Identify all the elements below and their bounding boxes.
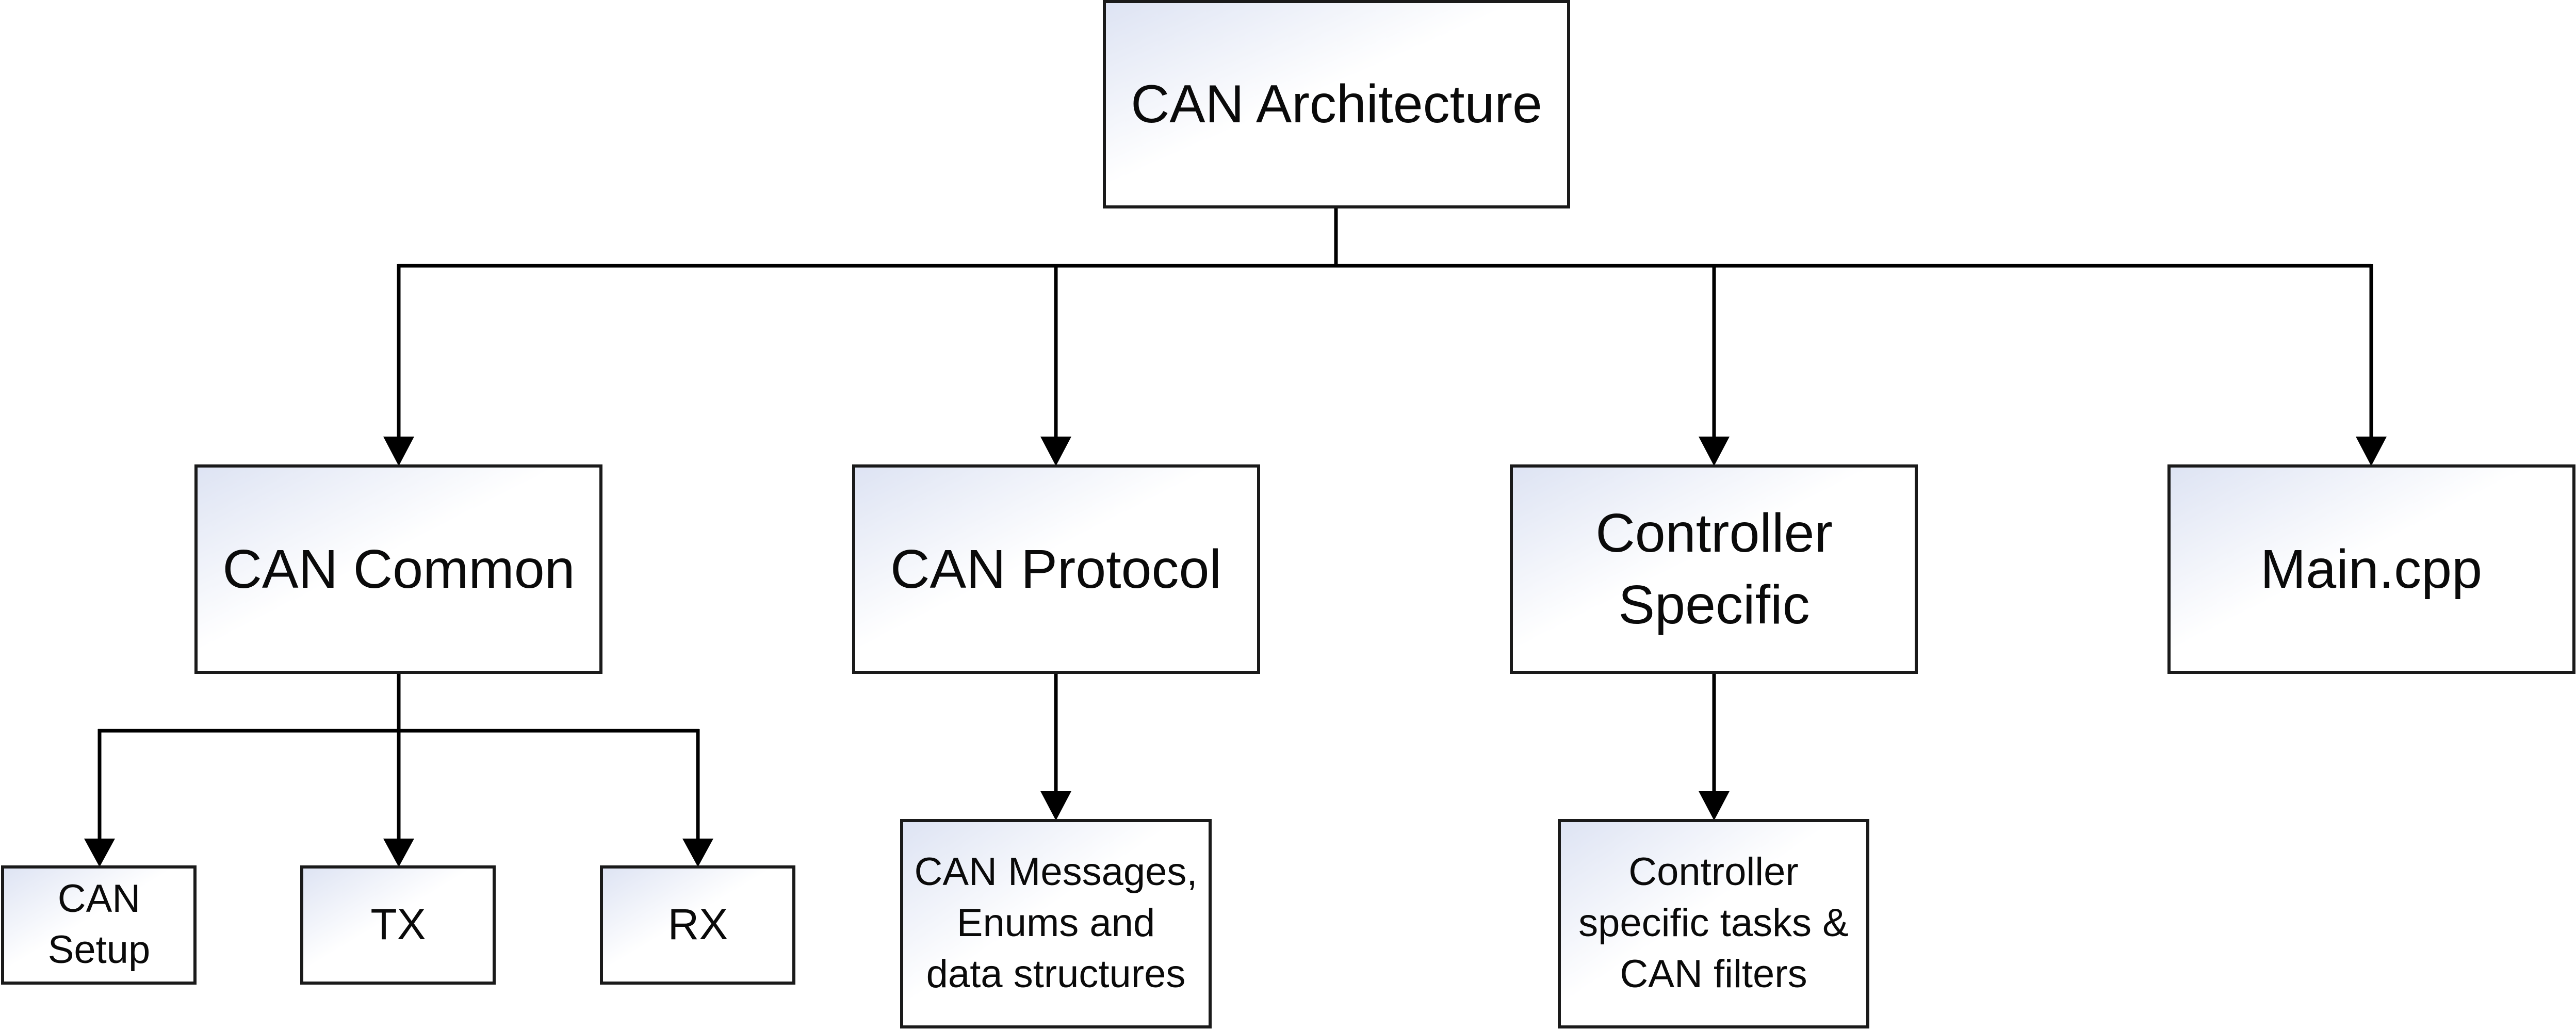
node-controller-tasks-box [1558,819,1869,1028]
node-can-protocol: CAN Protocol [852,464,1260,674]
node-can-setup: CAN Setup [1,865,197,985]
node-controller-tasks-line3: CAN filters [1620,952,1807,996]
node-can-messages: CAN Messages, Enums and data structures [900,819,1212,1028]
node-rx-box [600,865,795,985]
node-can-messages-line3: data structures [926,952,1186,996]
node-can-common: CAN Common [194,464,602,674]
node-main-cpp-label: Main.cpp [2260,539,2482,600]
node-can-architecture-box [1103,0,1570,208]
node-rx: RX [600,865,795,985]
arrow-can-protocol [1040,437,1071,466]
node-controller-specific-box [1510,464,1918,674]
arrow-can-common [383,437,414,466]
node-main-cpp: Main.cpp [2167,464,2575,674]
node-controller-tasks: Controller specific tasks & CAN filters [1558,819,1869,1028]
node-can-common-label: CAN Common [222,539,575,600]
node-can-architecture: CAN Architecture [1103,0,1570,208]
node-can-setup-line2: Setup [48,928,151,972]
node-can-protocol-box [852,464,1260,674]
node-tx-box [300,865,496,985]
node-main-cpp-box [2167,464,2575,674]
arrow-can-messages [1040,791,1071,821]
node-tx-label: TX [370,900,426,948]
node-rx-label: RX [668,900,728,948]
node-can-messages-box [900,819,1212,1028]
node-controller-specific-line1: Controller [1595,503,1833,564]
node-can-messages-line1: CAN Messages, [914,850,1197,894]
node-can-messages-line2: Enums and [957,901,1155,945]
arrow-controller-tasks [1699,791,1730,821]
arrow-main-cpp [2356,437,2387,466]
node-controller-specific: Controller Specific [1510,464,1918,674]
node-tx: TX [300,865,496,985]
arrow-tx [383,839,414,867]
connectors [84,207,2387,867]
node-can-protocol-label: CAN Protocol [890,539,1221,600]
node-can-setup-line1: CAN [58,877,140,921]
node-controller-tasks-line1: Controller [1628,850,1798,894]
node-can-setup-box [1,865,197,985]
node-controller-tasks-line2: specific tasks & [1578,901,1849,945]
arrow-rx [682,839,713,867]
arrow-can-setup [84,839,115,867]
arrow-controller-specific [1699,437,1730,466]
node-can-architecture-label: CAN Architecture [1131,74,1542,134]
node-controller-specific-line2: Specific [1618,574,1809,635]
node-can-common-box [194,464,602,674]
